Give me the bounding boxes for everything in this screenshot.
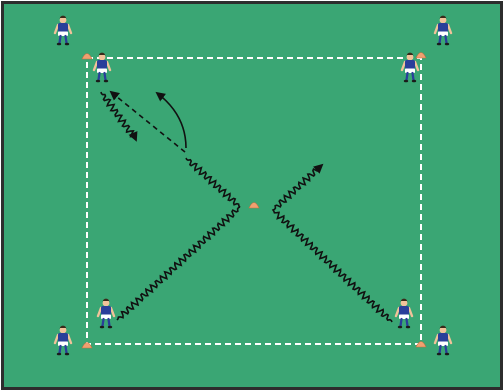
pitch-area (4, 4, 500, 387)
